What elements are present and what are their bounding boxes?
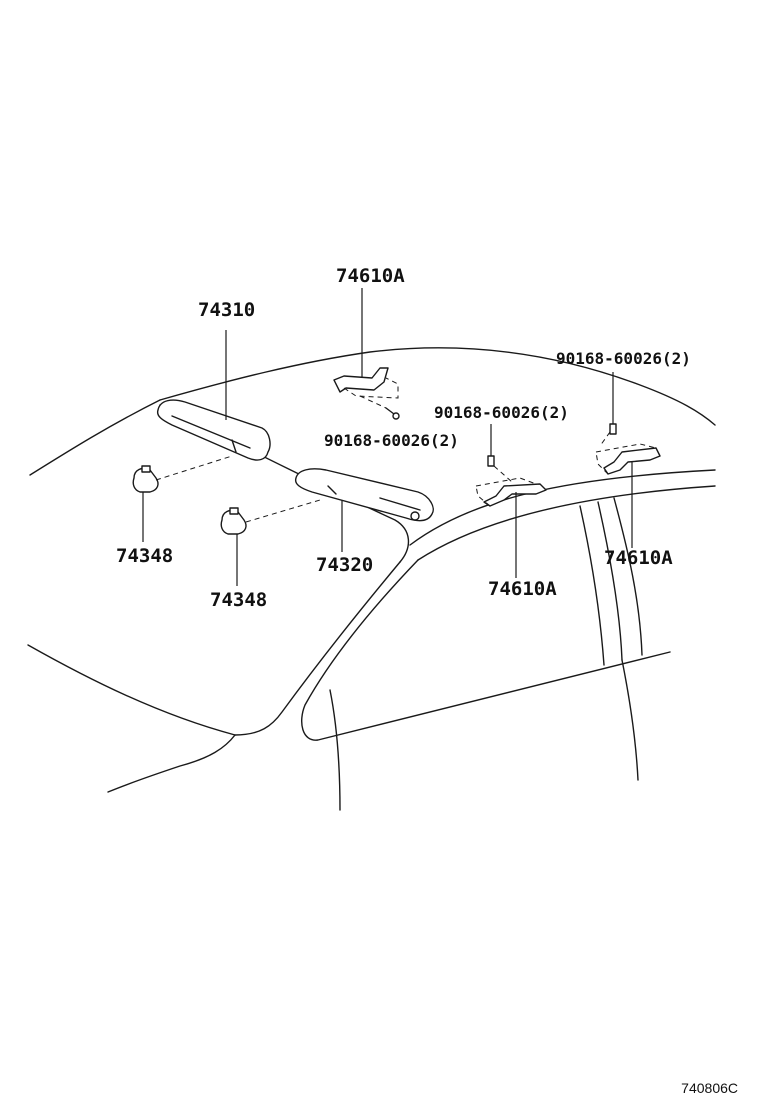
screw-middle[interactable] bbox=[487, 455, 495, 467]
dash-screw-rear bbox=[599, 431, 611, 447]
screw-rear[interactable] bbox=[609, 423, 617, 435]
assist-grip-front[interactable] bbox=[333, 367, 399, 399]
label-assist-grip-rear: 74610A bbox=[604, 547, 673, 569]
visor-holder-74348-1[interactable] bbox=[132, 465, 159, 493]
diagram-code: 740806C bbox=[681, 1080, 738, 1096]
label-screw-rear: 90168-60026(2) bbox=[556, 349, 691, 368]
sun-visor-74320[interactable] bbox=[294, 468, 434, 522]
dash-screw-front bbox=[359, 395, 387, 409]
sun-visor-74310[interactable] bbox=[156, 399, 271, 461]
label-assist-grip-middle: 74610A bbox=[488, 578, 557, 600]
screw-front[interactable] bbox=[385, 407, 400, 420]
label-screw-front: 90168-60026(2) bbox=[324, 431, 459, 450]
assist-grip-middle[interactable] bbox=[475, 477, 547, 507]
dash-holder-1 bbox=[155, 455, 233, 481]
label-visor-holder-2: 74348 bbox=[210, 589, 267, 611]
label-assist-grip-front: 74610A bbox=[336, 265, 405, 287]
car-body-outline bbox=[27, 347, 716, 811]
label-sun-visor-74310: 74310 bbox=[198, 299, 255, 321]
dash-screw-middle bbox=[493, 465, 513, 483]
dash-holder-2 bbox=[245, 499, 321, 523]
label-visor-holder-1: 74348 bbox=[116, 545, 173, 567]
label-sun-visor-74320: 74320 bbox=[316, 554, 373, 576]
label-screw-middle: 90168-60026(2) bbox=[434, 403, 569, 422]
assist-grip-rear[interactable] bbox=[595, 443, 661, 475]
visor-holder-74348-2[interactable] bbox=[220, 507, 247, 535]
